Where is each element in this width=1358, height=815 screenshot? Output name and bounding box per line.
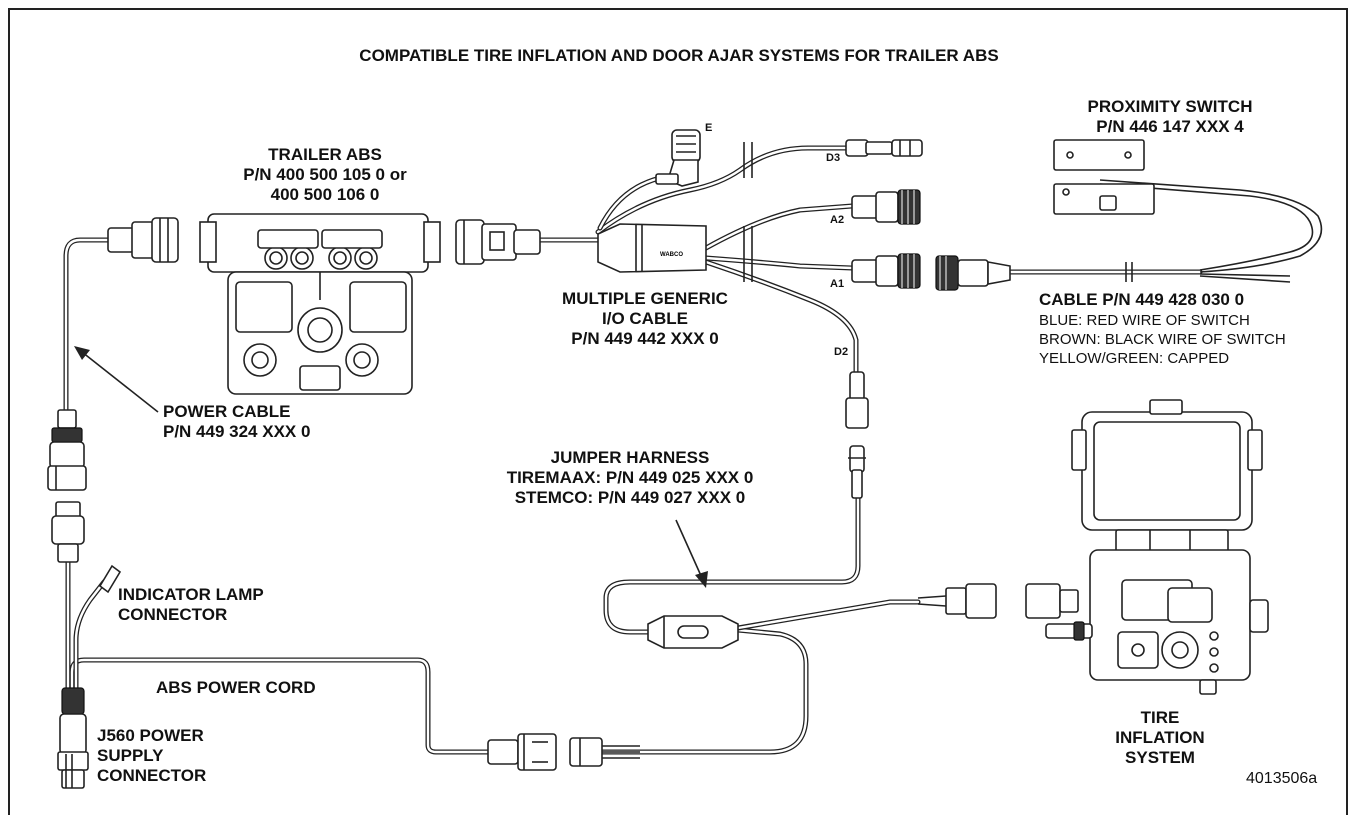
- switch-cable-pn: CABLE P/N 449 428 030 0: [1039, 290, 1245, 309]
- trailer-abs-name: TRAILER ABS: [268, 145, 382, 164]
- cable-break-marks: [743, 142, 753, 282]
- power-cable-name: POWER CABLE: [163, 402, 291, 421]
- tire-inflation-label: TIRE INFLATION SYSTEM: [1090, 708, 1230, 768]
- tire-inflation-tire: TIRE: [1140, 708, 1180, 727]
- abs-io-connector: [455, 219, 541, 265]
- figure-id: 4013506a: [1246, 770, 1318, 787]
- trailer-abs-pn-2: 400 500 106 0: [270, 185, 380, 204]
- connector-e: [655, 129, 701, 187]
- j560-label: J560 POWER SUPPLY CONNECTOR: [97, 726, 206, 786]
- pin-label-a2: A2: [830, 214, 845, 226]
- j560-connector-text: CONNECTOR: [97, 766, 207, 785]
- jumper-stemco-pn: STEMCO: P/N 449 027 XXX 0: [514, 488, 746, 507]
- jumper-harness-label: JUMPER HARNESS TIREMAAX: P/N 449 025 XXX…: [500, 448, 760, 508]
- proximity-switch: [1053, 139, 1155, 215]
- trailer-abs-label: TRAILER ABS P/N 400 500 105 0 or 400 500…: [200, 145, 450, 205]
- tire-inflation-system-text: SYSTEM: [1125, 748, 1195, 767]
- jumper-harness-name: JUMPER HARNESS: [550, 448, 710, 467]
- jumper-cord-plug: [569, 737, 640, 767]
- jumper-harness-arrow: [675, 519, 708, 588]
- proximity-switch-name: PROXIMITY SWITCH: [1087, 97, 1253, 116]
- power-cable-pn: P/N 449 324 XXX 0: [163, 422, 311, 441]
- power-cable-line: [63, 237, 111, 413]
- io-cable-hub: WABCO: [597, 223, 707, 273]
- cable-note-yellow-green: YELLOW/GREEN: CAPPED: [1039, 350, 1230, 367]
- indicator-lamp-plug: [98, 564, 122, 594]
- j560-name: J560 POWER: [97, 726, 204, 745]
- j560-supply: SUPPLY: [97, 746, 164, 765]
- switch-cable-line: [997, 179, 1323, 283]
- j560-connector: [57, 687, 89, 789]
- supply-side-connector: [51, 501, 85, 563]
- trailer-abs-valve: [199, 213, 441, 395]
- connector-a1: [851, 253, 921, 289]
- indicator-lamp-label: INDICATOR LAMP CONNECTOR: [118, 585, 264, 625]
- indicator-lamp-lead: [73, 579, 107, 693]
- proximity-switch-pn: P/N 446 147 XXX 4: [1096, 117, 1244, 136]
- abs-cord-plug: [487, 733, 557, 771]
- io-cable-name-2: I/O CABLE: [602, 309, 688, 328]
- tire-inflation-system: [1045, 399, 1269, 695]
- tire-inflation-inflation: INFLATION: [1115, 728, 1205, 747]
- pin-label-d3: D3: [826, 152, 841, 164]
- connector-a2: [851, 189, 921, 225]
- jumper-harness-line: [597, 495, 921, 755]
- proximity-switch-label: PROXIMITY SWITCH P/N 446 147 XXX 4: [1060, 97, 1280, 137]
- io-cable-pn: P/N 449 442 XXX 0: [571, 329, 719, 348]
- pin-label-d2: D2: [834, 346, 849, 358]
- power-cable-arrow: [74, 346, 159, 413]
- connector-d3: [845, 139, 923, 157]
- figure-title: COMPATIBLE TIRE INFLATION AND DOOR AJAR …: [359, 46, 999, 65]
- pin-label-e: E: [705, 122, 713, 134]
- indicator-lamp-name: INDICATOR LAMP: [118, 585, 264, 604]
- io-cable-branches: [537, 145, 859, 375]
- io-cable-label: MULTIPLE GENERIC I/O CABLE P/N 449 442 X…: [530, 289, 760, 349]
- trailer-abs-pn-1: P/N 400 500 105 0 or: [243, 165, 407, 184]
- jumper-tiremaax-pn: TIREMAAX: P/N 449 025 XXX 0: [506, 468, 754, 487]
- abs-power-cord-label: ABS POWER CORD: [156, 678, 316, 697]
- pin-label-a1: A1: [830, 278, 845, 290]
- power-cable-end-connector: [47, 409, 87, 491]
- connector-d2: [845, 371, 869, 499]
- io-cable-name-1: MULTIPLE GENERIC: [562, 289, 728, 308]
- cable-note-blue: BLUE: RED WIRE OF SWITCH: [1039, 312, 1250, 329]
- power-cable-label: POWER CABLE P/N 449 324 XXX 0: [163, 402, 310, 442]
- figure-frame: [8, 8, 1348, 815]
- tire-inflation-plug-pair: [917, 583, 1079, 619]
- cable-note-brown: BROWN: BLACK WIRE OF SWITCH: [1039, 331, 1286, 348]
- abs-power-connector: [107, 217, 179, 263]
- switch-cable-plug: [935, 255, 1011, 291]
- indicator-lamp-connector: CONNECTOR: [118, 605, 228, 624]
- jumper-splice: [647, 615, 739, 649]
- hub-brand-text: WABCO: [660, 252, 683, 258]
